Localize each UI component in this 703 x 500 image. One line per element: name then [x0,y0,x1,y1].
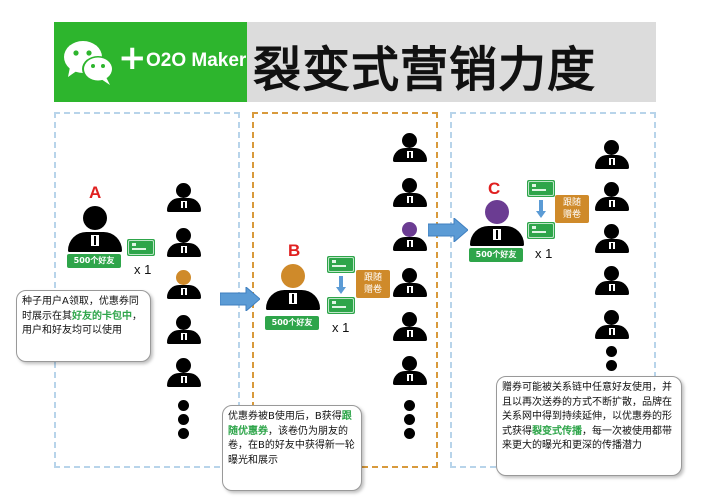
note-seed-user: 种子用户A领取，优惠券同时展示在其好友的卡包中，用户和好友均可以使用 [16,290,151,362]
friend-icon [592,310,632,340]
brand-name: O2O Maker [146,50,247,71]
friend-icon [164,315,204,345]
friend-icon [592,266,632,296]
coupon-ticket-icon [527,180,555,197]
friend-icon [592,224,632,254]
ellipsis-dot [606,346,617,357]
coupon-ticket-icon [527,222,555,239]
user-a-icon [64,206,126,254]
coupon-badge-a: 500个好友 [67,254,121,268]
ellipsis-dot [178,400,189,411]
user-b-icon [262,264,324,312]
ellipsis-dot [404,400,415,411]
friend-icon [592,140,632,170]
node-label-a: A [89,183,102,202]
wechat-icon [64,41,114,85]
page-title: 裂变式营销力度 [253,42,597,98]
note-follow-coupon: 优惠券被B使用后，B获得跟随优惠券，该卷仍为朋友的卷，在B的好友中获得新一轮曝光… [222,405,362,491]
down-arrow-icon [536,200,546,218]
multiplier-a: x 1 [134,262,152,277]
user-c-icon [466,200,528,248]
node-label-b: B [288,241,301,260]
ellipsis-dot [178,414,189,425]
plus-sign: + [118,38,147,78]
friend-icon [390,356,430,386]
coupon-badge-b: 500个好友 [265,316,319,330]
friend-icon [390,178,430,208]
note-viral-spread: 赠券可能被关系链中任意好友使用，并且以再次送券的方式不断扩散，品牌在关系网中得到… [496,376,682,476]
node-label-c: C [488,179,501,198]
friend-c-icon [390,222,430,252]
multiplier-c: x 1 [535,246,553,261]
friend-icon [390,268,430,298]
header-title-bar: 裂变式营销力度 [247,22,656,102]
ellipsis-dot [178,428,189,439]
flow-arrow-icon [428,218,468,242]
coupon-ticket-icon [327,297,355,314]
coupon-ticket-icon [327,256,355,273]
follow-coupon-badge: 跟随赠卷 [356,270,390,298]
friend-icon [164,228,204,258]
ellipsis-dot [404,428,415,439]
multiplier-b: x 1 [332,320,350,335]
friend-b-icon [164,270,204,300]
friend-icon [164,358,204,388]
friend-icon [592,182,632,212]
follow-coupon-badge: 跟随赠卷 [555,195,589,223]
friend-icon [164,183,204,213]
friend-icon [390,133,430,163]
ellipsis-dot [404,414,415,425]
flow-arrow-icon [220,287,260,311]
coupon-ticket-icon [127,239,155,256]
ellipsis-dot [606,360,617,371]
header-brand-bar: + O2O Maker [54,22,247,102]
down-arrow-icon [336,276,346,294]
friend-icon [390,312,430,342]
coupon-badge-c: 500个好友 [469,248,523,262]
